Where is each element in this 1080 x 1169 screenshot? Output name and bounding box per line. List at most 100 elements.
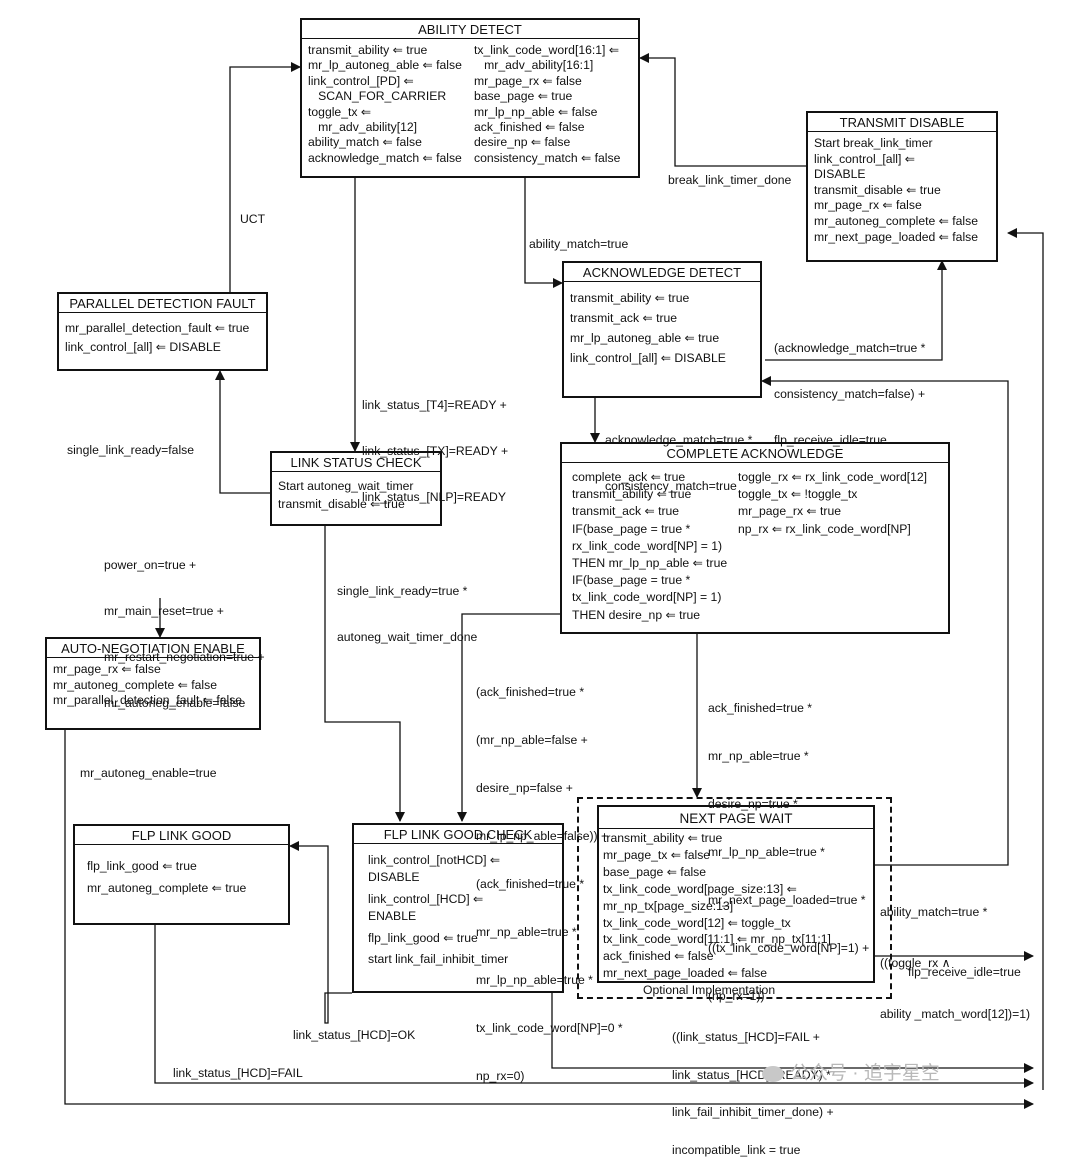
label-np-to-ack: ability_match=true * ((toggle_rx ∧ abili… (880, 870, 1030, 1040)
action-line: mr_page_rx ⇐ false (814, 198, 922, 213)
state-complete-acknowledge: COMPLETE ACKNOWLEDGE complete_ack ⇐ true… (560, 442, 950, 634)
state-actions-left: complete_ack ⇐ true transmit_ability ⇐ t… (572, 469, 727, 624)
action-line: mr_np_tx[page_size:13] (603, 898, 734, 913)
state-title: ABILITY DETECT (302, 20, 638, 39)
condition-line: link_fail_inhibit_timer_done) + (672, 1105, 834, 1119)
label-reset: power_on=true + mr_main_reset=true + mr_… (104, 527, 265, 727)
action-line: start link_fail_inhibit_timer (368, 952, 509, 967)
condition-line: mr_np_able=true * (476, 925, 577, 939)
condition-line: link_status_[TX]=READY + (362, 444, 509, 459)
watermark: 公众号 · 追宇星空 (762, 1058, 940, 1085)
action-line: mr_next_page_loaded ⇐ false (603, 966, 768, 981)
condition-line: link_status_[HCD]=READY) * (672, 1067, 831, 1082)
action-line: THEN desire_np ⇐ true (572, 607, 701, 622)
label-complete-to-np: ack_finished=true * mr_np_able=true * de… (708, 668, 869, 1020)
action-line: tx_link_code_word[12] ⇐ toggle_tx (603, 915, 791, 930)
action-line: transmit_ability ⇐ true (603, 831, 723, 845)
action-line: mr_lp_autoneg_able ⇐ false (308, 58, 462, 73)
action-line: link_control_[notHCD] ⇐ (368, 853, 501, 867)
arrow-hcd-ok (289, 841, 352, 1024)
label-ability-to-link: link_status_[T4]=READY + link_status_[TX… (362, 367, 508, 521)
action-line: tx_link_code_word[16:1] ⇐ (474, 43, 620, 57)
label-autoneg-enable: mr_autoneg_enable=true (80, 766, 217, 780)
state-actions-left: transmit_ability ⇐ true mr_lp_autoneg_ab… (308, 43, 462, 166)
arrow-hcd-fail (154, 925, 1034, 1088)
condition-line: ((toggle_rx ∧ (880, 956, 951, 970)
action-line: link_control_[PD] ⇐ (308, 73, 414, 88)
condition-line: ability _match_word[12])=1) (880, 1007, 1031, 1021)
action-line: mr_page_tx ⇐ false (603, 847, 711, 862)
action-line: ability_match ⇐ false (308, 135, 422, 150)
action-line: Start autoneg_wait_timer (278, 479, 414, 493)
action-line: link_control_[all] ⇐ DISABLE (65, 340, 221, 354)
action-line: flp_link_good ⇐ true (87, 859, 197, 873)
arrow-uct (229, 62, 301, 292)
condition-line: ((tx_link_code_word[NP]=1) + (708, 941, 870, 955)
action-line: consistency_match ⇐ false (474, 150, 621, 165)
condition-line: (acknowledge_match=true * (774, 340, 926, 355)
condition-line: (np_rx=1)) (708, 989, 765, 1003)
action-line: mr_page_rx ⇐ true (738, 504, 842, 519)
arrow-single-true (324, 526, 405, 822)
condition-line: acknowledge_match=true * (605, 432, 753, 447)
action-line: SCAN_FOR_CARRIER (308, 89, 447, 104)
transition-arrows (64, 53, 1044, 1109)
state-title: COMPLETE ACKNOWLEDGE (562, 444, 948, 463)
condition-line: autoneg_wait_timer_done (337, 630, 478, 645)
state-actions-right: tx_link_code_word[16:1] ⇐ mr_adv_ability… (474, 43, 620, 166)
action-line: transmit_disable ⇐ true (278, 497, 405, 511)
arrow-ack-to-disable (765, 260, 947, 361)
condition-line: mr_lp_np_able=true * (708, 845, 825, 859)
action-line: mr_adv_ability[16:1] (474, 58, 594, 73)
label-complete-to-check: (ack_finished=true * (mr_np_able=false +… (476, 652, 623, 1100)
action-line: transmit_ability ⇐ true (572, 487, 692, 502)
state-title: NEXT PAGE WAIT (599, 807, 873, 829)
action-line: mr_parallel_detection_fault ⇐ false (53, 693, 243, 707)
action-line: link_control_[all] ⇐ (814, 151, 915, 166)
condition-line: flp_receive_idle=true (774, 433, 887, 448)
condition-line: consistency_match=false) + (774, 387, 926, 402)
arrow-break-link (639, 53, 810, 167)
action-line: toggle_tx ⇐ (308, 104, 372, 119)
condition-line: power_on=true + (104, 557, 197, 572)
label-single-true: single_link_ready=true * autoneg_wait_ti… (337, 553, 477, 661)
action-line: IF(base_page = true * (572, 573, 691, 588)
action-line: acknowledge_match ⇐ false (308, 150, 462, 165)
action-line: transmit_ack ⇐ true (570, 311, 678, 325)
action-line: complete_ack ⇐ true (572, 470, 686, 484)
arrow-to-disable-right (1007, 228, 1044, 1090)
state-auto-negotiation-enable: AUTO-NEGOTIATION ENABLE mr_page_rx ⇐ fal… (45, 637, 261, 730)
action-line: desire_np ⇐ false (474, 135, 571, 150)
optional-implementation-note: Optional Implementation (643, 983, 776, 997)
action-line: base_page ⇐ false (603, 864, 707, 879)
state-title: LINK STATUS CHECK (272, 453, 440, 472)
label-flp-idle: flp_receive_idle=true (908, 965, 1021, 979)
label-hcd-fail: link_status_[HCD]=FAIL (173, 1066, 303, 1080)
action-line: THEN mr_lp_np_able ⇐ true (572, 556, 728, 571)
condition-line: (ack_finished=true * (476, 877, 585, 891)
wechat-icon (762, 1065, 784, 1082)
arrow-hcd-fail-group (551, 991, 1034, 1073)
arrow-complete-to-check (457, 613, 560, 822)
condition-line: (mr_np_able=false + (476, 733, 588, 747)
action-line: mr_adv_ability[12] (308, 120, 418, 135)
state-actions-right: toggle_rx ⇐ rx_link_code_word[12] toggle… (738, 469, 927, 538)
arrow-ability-match (524, 178, 563, 288)
condition-line: mr_restart_negotiation=true + (104, 650, 265, 665)
action-line: mr_autoneg_complete ⇐ false (814, 213, 979, 228)
condition-line: consistency_match=true (605, 479, 737, 494)
condition-line: link_status_[T4]=READY + (362, 397, 507, 412)
state-acknowledge-detect: ACKNOWLEDGE DETECT transmit_ability ⇐ tr… (562, 261, 762, 398)
action-line: mr_autoneg_complete ⇐ false (53, 677, 218, 692)
action-line: link_control_[all] ⇐ DISABLE (570, 351, 726, 365)
action-line: Start break_link_timer (814, 136, 933, 150)
action-line: ENABLE (368, 909, 417, 924)
label-ack-to-disable: (acknowledge_match=true * consistency_ma… (774, 310, 925, 464)
action-line: toggle_tx ⇐ !toggle_tx (738, 487, 858, 502)
label-hcd-fail-group: ((link_status_[HCD]=FAIL + link_status_[… (672, 1006, 834, 1169)
action-line: DISABLE (814, 167, 866, 182)
state-title: TRANSMIT DISABLE (808, 113, 996, 132)
condition-line: desire_np=false + (476, 781, 573, 795)
label-single-false: single_link_ready=false (67, 443, 195, 457)
state-title: AUTO-NEGOTIATION ENABLE (47, 639, 259, 658)
